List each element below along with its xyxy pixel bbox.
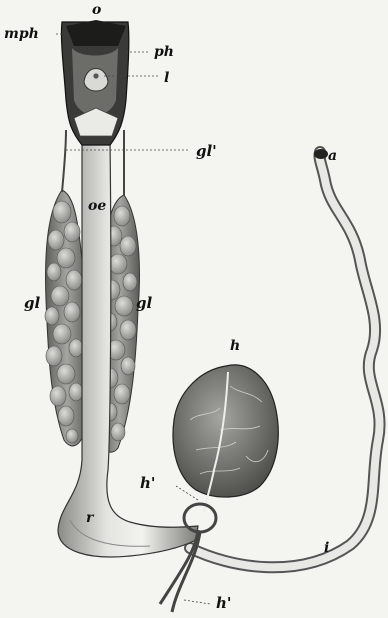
intestine xyxy=(190,152,380,567)
label-a: a xyxy=(328,148,337,164)
label-o: o xyxy=(92,2,101,18)
label-oe: oe xyxy=(88,198,106,214)
label-h: h xyxy=(230,338,240,354)
label-l: l xyxy=(164,70,169,86)
label-ph: ph xyxy=(154,44,174,60)
label-gl-prime: gl' xyxy=(196,142,217,160)
label-gl-left: gl xyxy=(24,294,40,312)
label-gl-right: gl xyxy=(136,294,152,312)
label-i: i xyxy=(324,540,329,556)
label-h-prime-lower: h' xyxy=(216,594,232,612)
hepatic-organ xyxy=(173,365,278,497)
label-h-prime-upper: h' xyxy=(140,474,156,492)
hepatic-duct-loop xyxy=(184,504,216,532)
anus-opening xyxy=(314,149,328,159)
label-mph: mph xyxy=(4,26,39,42)
gland-duct-left xyxy=(62,130,66,192)
